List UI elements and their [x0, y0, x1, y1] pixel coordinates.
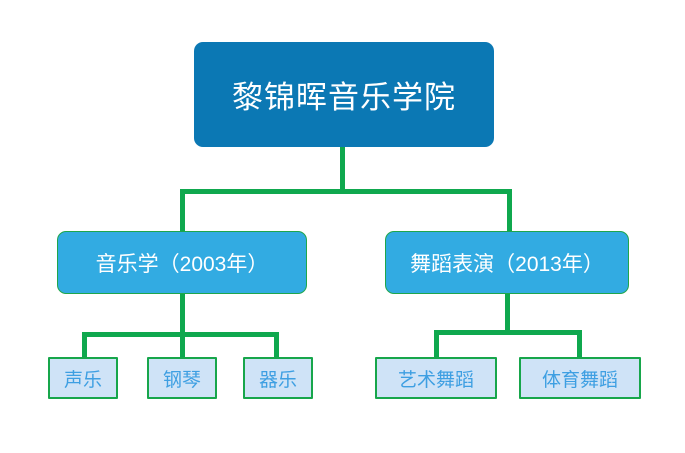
- node-branch-dance-label: 舞蹈表演（2013年）: [410, 252, 604, 276]
- node-leaf-instrumental[interactable]: 器乐: [243, 357, 313, 399]
- node-leaf-sport-dance-label: 体育舞蹈: [541, 369, 618, 391]
- connector-leaf-instrument-drop: [274, 332, 279, 357]
- connector-branch-right-drop: [507, 189, 512, 233]
- connector-leaf-vocal-drop: [82, 332, 87, 357]
- connector-left-stem: [180, 294, 185, 357]
- node-leaf-piano-label: 钢琴: [162, 369, 201, 391]
- connector-right-bus: [434, 330, 582, 335]
- node-leaf-vocal-label: 声乐: [63, 369, 102, 391]
- connector-root-stem: [340, 147, 345, 192]
- node-leaf-art-dance[interactable]: 艺术舞蹈: [375, 357, 497, 399]
- connector-branch-left-drop: [180, 189, 185, 233]
- node-branch-musicology[interactable]: 音乐学（2003年）: [57, 231, 307, 294]
- node-leaf-art-dance-label: 艺术舞蹈: [397, 369, 474, 391]
- node-root-label: 黎锦晖音乐学院: [232, 80, 456, 115]
- connector-root-bus: [180, 189, 512, 194]
- connector-left-bus: [82, 332, 279, 337]
- node-leaf-sport-dance[interactable]: 体育舞蹈: [519, 357, 641, 399]
- node-leaf-vocal[interactable]: 声乐: [48, 357, 118, 399]
- node-root-college[interactable]: 黎锦晖音乐学院: [194, 42, 494, 147]
- connector-right-stem: [505, 294, 510, 332]
- node-branch-dance[interactable]: 舞蹈表演（2013年）: [385, 231, 629, 294]
- node-leaf-instrumental-label: 器乐: [258, 369, 297, 391]
- connector-leaf-artdance-drop: [434, 330, 439, 357]
- node-branch-musicology-label: 音乐学（2003年）: [95, 252, 269, 276]
- node-leaf-piano[interactable]: 钢琴: [147, 357, 217, 399]
- connector-leaf-sportdance-drop: [577, 330, 582, 357]
